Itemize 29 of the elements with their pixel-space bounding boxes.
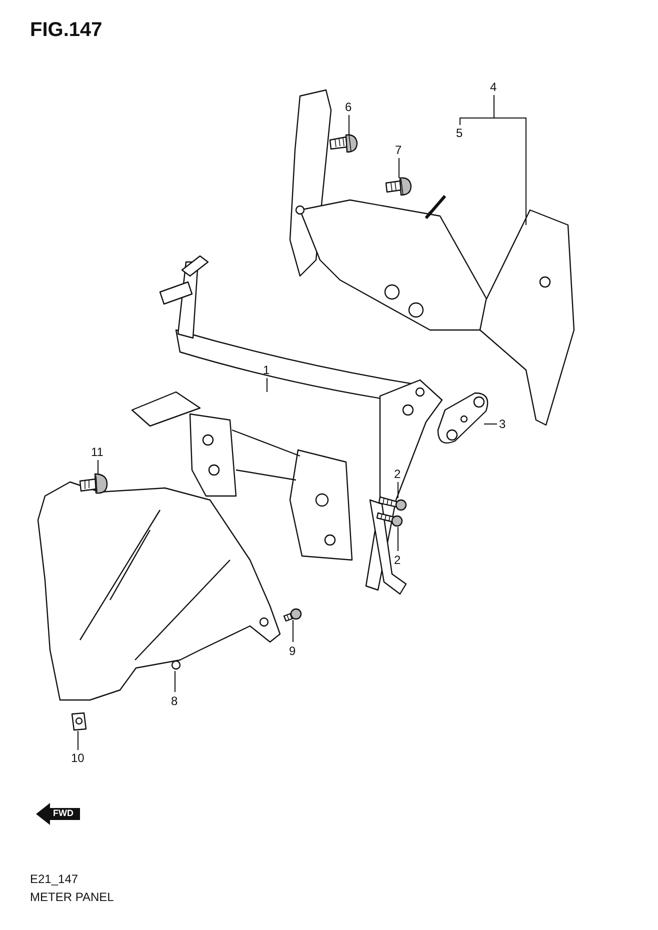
- placement-arrow: [424, 195, 446, 219]
- callout-number: 5: [456, 126, 463, 140]
- callout-number: 2: [394, 553, 401, 567]
- figure-title: FIG.147: [30, 18, 102, 42]
- nut-drawing: [71, 712, 87, 731]
- leader-line: [494, 94, 526, 226]
- callout-number: 8: [171, 694, 178, 708]
- direction-label: FWD: [53, 808, 74, 819]
- leader-line: [292, 620, 294, 642]
- callout-number: 7: [395, 143, 402, 157]
- leader-line: [398, 158, 400, 178]
- callout-number: 2: [394, 467, 401, 481]
- leader-line: [266, 378, 268, 392]
- callout-number: 3: [499, 417, 506, 431]
- callout-number: 1: [263, 363, 270, 377]
- leader-line: [174, 670, 176, 692]
- caption: METER PANEL: [30, 890, 114, 904]
- figure-code: E21_147: [30, 872, 78, 886]
- callout-number: 10: [71, 751, 84, 765]
- callout-number: 4: [490, 80, 497, 94]
- leader-line: [348, 114, 350, 136]
- bolt-drawing: [283, 608, 302, 622]
- callout-number: 11: [91, 445, 104, 459]
- plate-drawing: [437, 392, 488, 444]
- handlebar-bracket-drawing: [131, 255, 443, 595]
- callout-number: 9: [289, 644, 296, 658]
- callout-number: 6: [345, 100, 352, 114]
- rivet-drawing: [79, 473, 108, 494]
- bolt-drawing: [378, 496, 407, 511]
